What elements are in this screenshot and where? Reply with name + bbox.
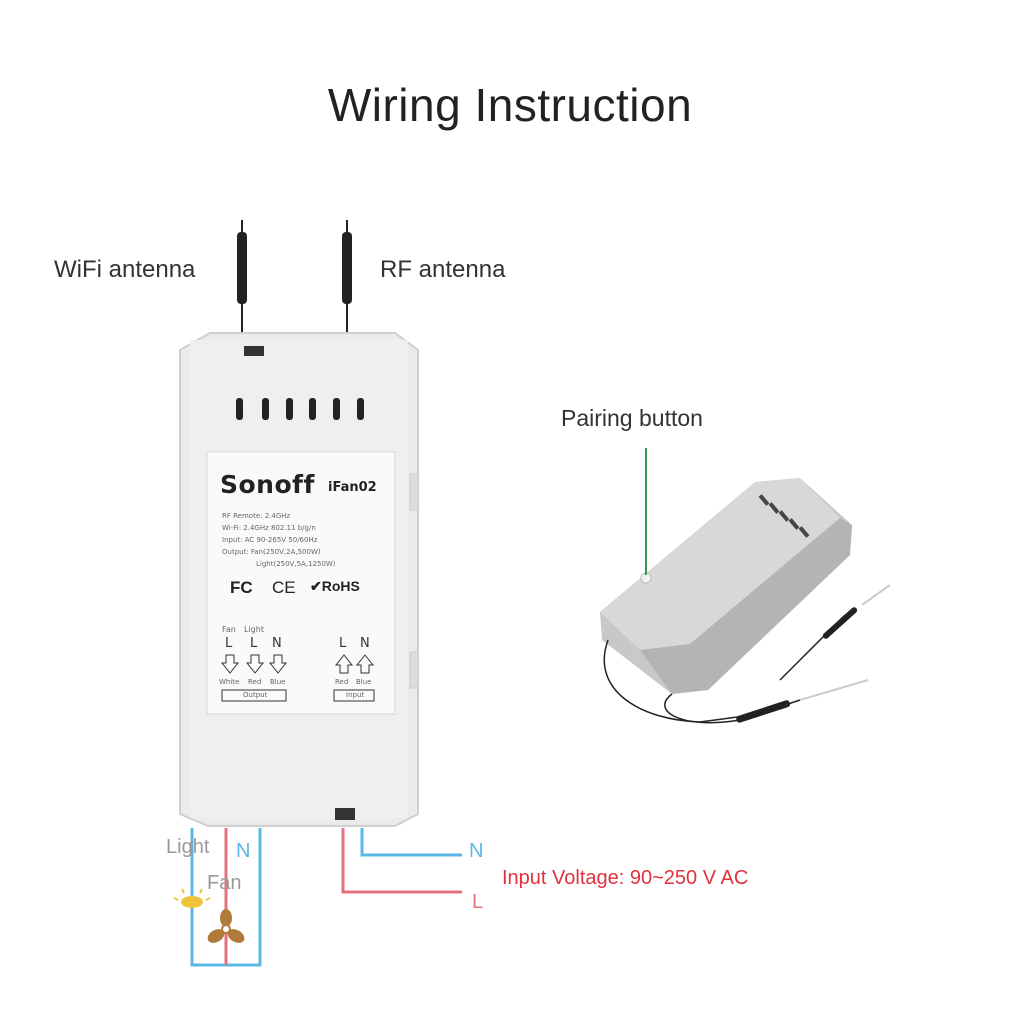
ce-mark: CE <box>272 578 296 597</box>
rf-antenna-label: RF antenna <box>380 256 506 283</box>
wifi-antenna <box>237 220 247 340</box>
rohs-mark: ✔RoHS <box>310 578 360 594</box>
input-letter: L <box>339 636 347 651</box>
output-letter: L <box>250 636 258 651</box>
wifi-antenna-label: WiFi antenna <box>54 256 196 283</box>
model-name: iFan02 <box>328 480 377 495</box>
neutral-wire-label-left: N <box>236 840 251 862</box>
input-color: Red <box>335 678 349 686</box>
output-box-label: Output <box>243 691 268 699</box>
fcc-mark: FC <box>230 578 253 597</box>
input-color: Blue <box>356 678 372 686</box>
ifan02-device <box>179 332 419 827</box>
spec-line: Input: AC 90-265V 50/60Hz <box>222 536 318 544</box>
output-head-fan: Fan <box>222 625 236 634</box>
spec-line: Wi-Fi: 2.4GHz 802.11 b/g/n <box>222 524 316 532</box>
output-color: Blue <box>270 678 286 686</box>
spec-line: Output: Fan(250V,2A,500W) <box>222 548 321 556</box>
brand-logo: Sonoff <box>220 470 315 499</box>
output-letter: N <box>272 636 282 651</box>
input-box-label: Input <box>346 691 365 699</box>
pairing-button-label: Pairing button <box>561 405 703 431</box>
output-color: White <box>219 678 240 686</box>
output-color: Red <box>248 678 262 686</box>
input-wires <box>341 828 462 894</box>
spec-line: Light(250V,5A,1250W) <box>256 560 336 568</box>
rohs-mark-text: RoHS <box>321 578 360 594</box>
light-bulb-icon <box>173 888 211 908</box>
input-voltage-label: Input Voltage: 90~250 V AC <box>502 867 749 889</box>
spec-line: RF Remote: 2.4GHz <box>222 512 291 520</box>
rf-antenna <box>342 220 352 340</box>
output-head-light: Light <box>244 625 264 634</box>
page-title: Wiring Instruction <box>327 79 693 131</box>
output-letter: L <box>225 636 233 651</box>
fan-icon <box>207 909 245 943</box>
fan-wire-label: Fan <box>207 872 242 894</box>
light-wire-label: Light <box>166 836 210 858</box>
rf-receiver-module <box>600 478 891 724</box>
live-wire-label-right: L <box>472 891 484 913</box>
neutral-wire-label-right: N <box>469 840 484 862</box>
input-letter: N <box>360 636 370 651</box>
